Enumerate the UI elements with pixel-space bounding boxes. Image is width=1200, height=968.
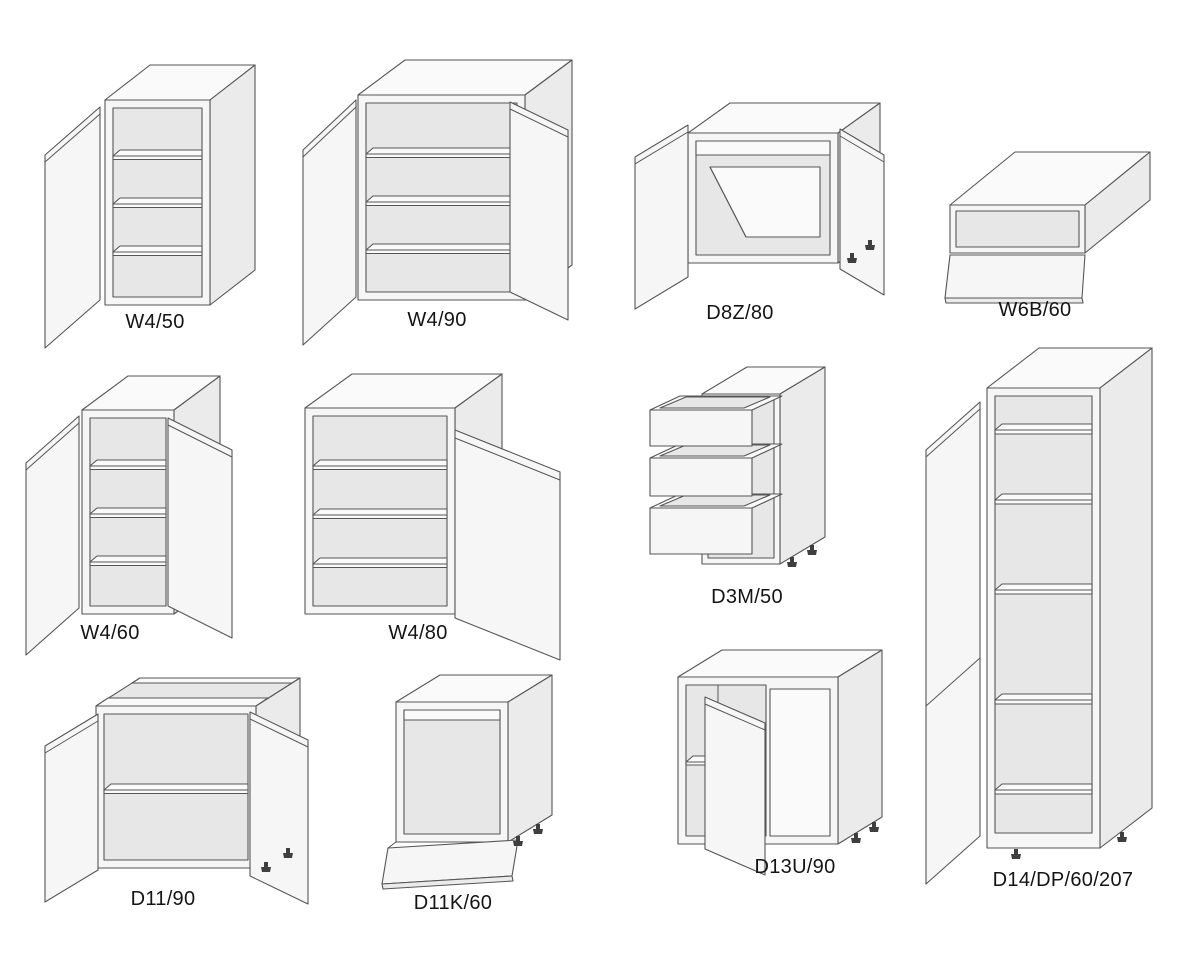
adjustable-feet <box>847 240 875 263</box>
foot <box>851 833 861 843</box>
cabinet-card-d14-dp-60-207: D14/DP/60/207 <box>922 338 1177 898</box>
cabinet-drawing-d8z-80 <box>634 102 885 310</box>
adjustable-feet <box>787 545 817 567</box>
cabinet-card-d8z-80: D8Z/80 <box>628 95 893 340</box>
cabinet-code-label: D13U/90 <box>754 856 836 878</box>
open-door <box>704 696 766 876</box>
cabinet-code-label: D14/DP/60/207 <box>992 869 1134 891</box>
cabinet-drawing-w4-90 <box>302 59 573 346</box>
foot <box>869 822 879 832</box>
open-door-left <box>44 713 99 903</box>
cabinet-card-w6b-60: W6B/60 <box>938 148 1168 333</box>
foot <box>787 557 797 567</box>
cabinet-card-w4-60: W4/60 <box>22 368 257 663</box>
cabinet-drawing-w6b-60 <box>944 151 1151 304</box>
open-door-right <box>509 101 569 321</box>
open-door-left <box>634 124 689 310</box>
cabinet-card-d13u-90: D13U/90 <box>648 632 893 887</box>
shelves <box>365 147 518 255</box>
shelf <box>103 783 249 795</box>
open-door-left <box>25 415 80 656</box>
open-door-right <box>454 429 561 661</box>
cabinet-drawing-w4-60 <box>25 375 233 656</box>
carcass <box>104 64 256 306</box>
cabinet-drawing-d3m-50 <box>649 366 826 567</box>
cabinet-code-label: W4/60 <box>80 622 140 644</box>
cabinet-code-label: D11K/60 <box>413 892 493 914</box>
adjustable-feet <box>261 848 293 872</box>
carcass <box>949 151 1151 254</box>
cabinet-card-d3m-50: D3M/50 <box>640 362 855 622</box>
shelves <box>89 459 167 567</box>
foot <box>807 545 817 555</box>
shelves <box>312 459 448 569</box>
shelves <box>994 423 1093 795</box>
shelves <box>112 149 203 257</box>
cabinet-card-d11-90: D11/90 <box>38 658 323 923</box>
cabinet-code-label: W6B/60 <box>998 299 1072 321</box>
adjustable-feet <box>513 824 543 846</box>
foot <box>1011 849 1021 859</box>
foot <box>283 848 293 858</box>
drawer-middle <box>649 443 783 497</box>
cabinet-drawing-d14-dp-60-207 <box>925 347 1153 885</box>
cabinet-code-label: D3M/50 <box>711 586 783 608</box>
foot <box>513 836 523 846</box>
drawer-top <box>649 395 783 447</box>
cabinet-drawing-w4-80 <box>304 373 561 661</box>
cabinet-card-w4-80: W4/80 <box>298 368 573 663</box>
cabinet-code-label: W4/90 <box>407 309 467 331</box>
open-bottom-flap <box>381 839 519 890</box>
foot <box>847 253 857 263</box>
drawer-bottom <box>649 493 783 555</box>
open-door-left <box>302 99 357 346</box>
foot <box>533 824 543 834</box>
open-door-right <box>839 128 885 296</box>
foot <box>261 862 271 872</box>
cabinet-code-label: D8Z/80 <box>706 302 774 324</box>
cabinet-code-label: W4/50 <box>125 311 185 333</box>
sink-bowl <box>709 166 821 238</box>
cabinet-card-w4-50: W4/50 <box>42 58 262 358</box>
foot <box>1117 832 1127 842</box>
foot <box>865 240 875 250</box>
cabinet-card-d11k-60: D11K/60 <box>368 662 573 924</box>
open-door-left <box>925 401 981 885</box>
cabinet-card-w4-90: W4/90 <box>300 58 585 358</box>
cabinet-drawing-d11-90 <box>44 677 309 905</box>
open-flap-door <box>944 254 1086 304</box>
cabinet-drawing-d11k-60 <box>381 674 553 890</box>
adjustable-feet <box>851 822 879 843</box>
cabinet-drawing-d13u-90 <box>677 649 883 876</box>
cabinet-code-label: D11/90 <box>130 888 196 910</box>
adjustable-feet <box>1011 832 1127 859</box>
cabinet-drawing-w4-50 <box>44 64 256 349</box>
open-door-left <box>44 106 101 349</box>
open-door-right <box>167 417 233 639</box>
carcass <box>986 347 1153 849</box>
cabinet-code-label: W4/80 <box>388 622 448 644</box>
open-door-right <box>249 711 309 905</box>
carcass <box>395 674 553 843</box>
